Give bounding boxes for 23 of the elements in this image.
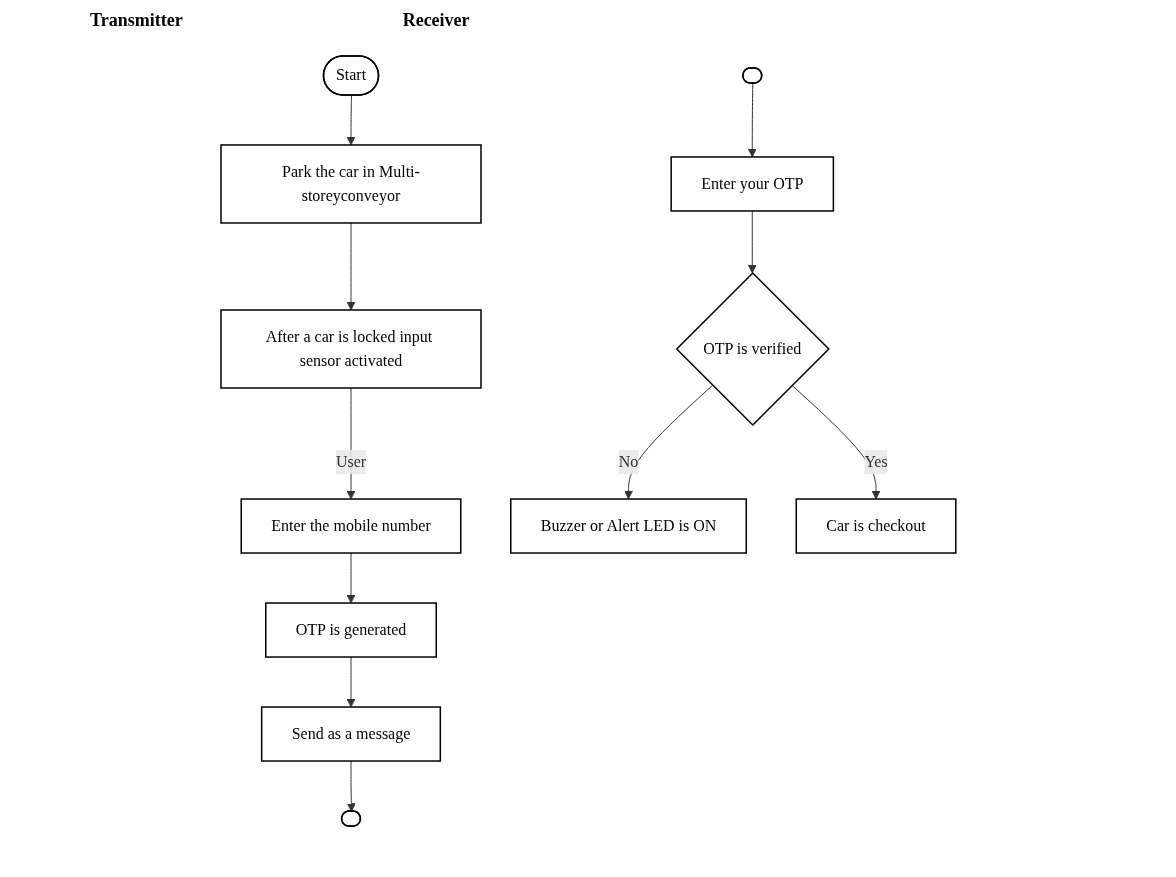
arrow xyxy=(346,760,356,812)
arrow xyxy=(623,384,713,500)
column-heading: Receiver xyxy=(402,10,470,31)
node-box: Car is checkout xyxy=(795,498,957,554)
arrow xyxy=(747,210,757,274)
arrow xyxy=(346,94,355,146)
arrow xyxy=(346,552,355,604)
arrow xyxy=(346,222,355,311)
edge-label: User xyxy=(335,453,366,471)
node-diamond: OTP is verified xyxy=(675,271,830,427)
node-box: Send as a message xyxy=(260,706,441,762)
edge-label: Yes xyxy=(863,453,888,471)
arrow xyxy=(747,82,757,158)
node-box: After a car is locked input sensor activated xyxy=(219,309,482,389)
node-box: Buzzer or Alert LED is ON xyxy=(509,498,747,554)
node-box: OTP is generated xyxy=(264,602,437,658)
arrow xyxy=(791,384,881,500)
edge-label: No xyxy=(618,453,638,471)
column-heading: Transmitter xyxy=(90,10,183,31)
node-box: Enter your OTP xyxy=(670,156,834,212)
node-box: Park the car in Multi-storeyconveyor xyxy=(219,144,482,224)
node-box: Enter the mobile number xyxy=(240,498,462,554)
arrow xyxy=(346,656,355,708)
